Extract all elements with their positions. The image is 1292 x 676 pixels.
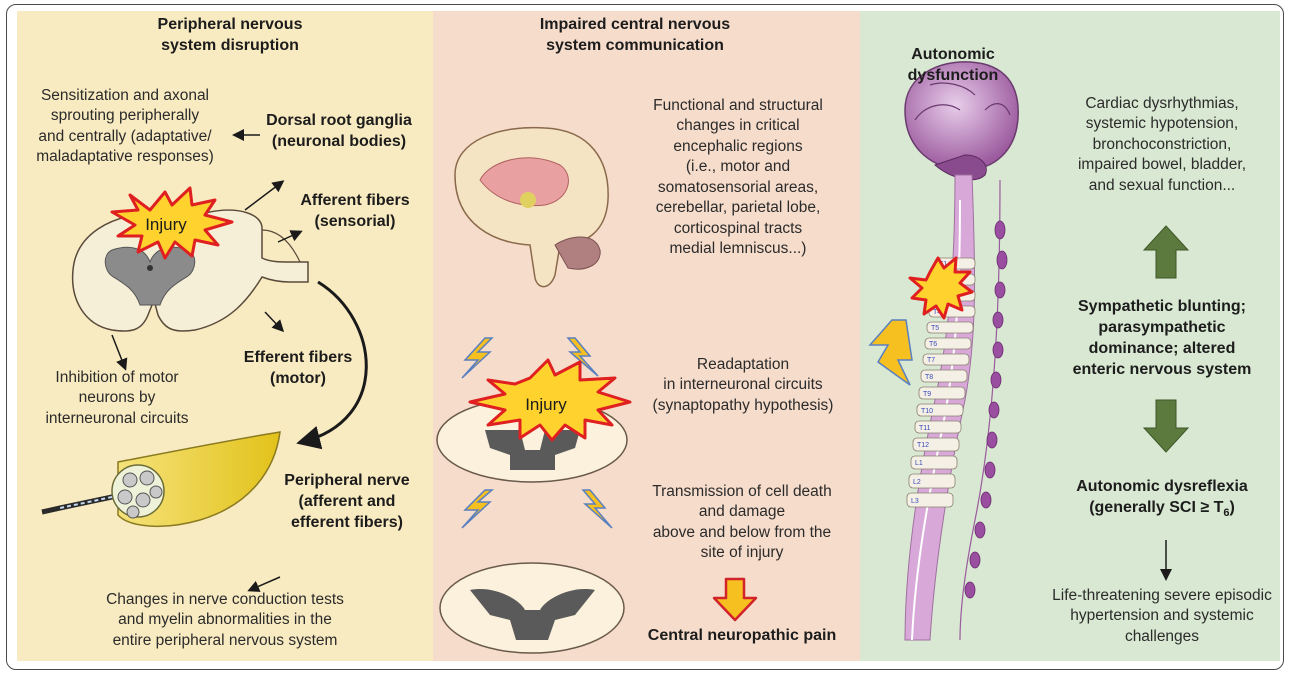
text-line: and damage	[622, 502, 862, 522]
conduction-text: Changes in nerve conduction tests and my…	[40, 590, 410, 651]
central-title-line: Impaired central nervous	[500, 14, 770, 35]
peripheral-nerve-label: Peripheral nerve (afferent and efferent …	[272, 470, 422, 533]
lightning-bolt-autonomic	[870, 320, 912, 385]
autonomic-title: Autonomic dysfunction	[898, 44, 1008, 86]
injury-label-central: Injury	[525, 395, 567, 414]
text-line: cerebellar, parietal lobe,	[618, 198, 858, 218]
brain-sagittal-illustration	[455, 128, 608, 287]
text-line: entire peripheral nervous system	[40, 631, 410, 651]
text-line: (sensorial)	[290, 211, 420, 232]
text-line: Afferent fibers	[290, 190, 420, 211]
text-line: neurons by	[22, 388, 212, 408]
vertebra-label: T11	[919, 425, 931, 432]
dysreflexia-close: )	[1229, 499, 1234, 516]
vertebra-label: T6	[929, 341, 937, 348]
text-line: above and below from the	[622, 523, 862, 543]
text-line: Dorsal root ganglia	[254, 110, 424, 131]
vertebra-label: T12	[917, 442, 929, 449]
vertebra-label: L2	[913, 479, 921, 486]
dysreflexia-condition: (generally SCI ≥ T	[1089, 499, 1223, 516]
vertebra-label: T8	[925, 374, 933, 381]
central-title-line: system communication	[500, 35, 770, 56]
text-line: Inhibition of motor	[22, 368, 212, 388]
text-line: and centrally (adaptative/	[20, 127, 230, 147]
text-line: (generally SCI ≥ T6)	[1040, 497, 1284, 521]
green-up-arrow	[1144, 226, 1188, 278]
text-line: Life-threatening severe episodic	[1034, 586, 1290, 606]
inhibition-text: Inhibition of motor neurons by interneur…	[22, 368, 212, 429]
text-line: Changes in nerve conduction tests	[40, 590, 410, 610]
vertebra-label: T7	[927, 357, 935, 364]
cardiac-text: Cardiac dysrhythmias, systemic hypotensi…	[1042, 94, 1282, 196]
text-line: Cardiac dysrhythmias,	[1042, 94, 1282, 114]
text-line: somatosensorial areas,	[618, 178, 858, 198]
text-line: corticospinal tracts	[618, 219, 858, 239]
text-line: and myelin abnormalities in the	[40, 610, 410, 630]
central-pain-label: Central neuropathic pain	[622, 625, 862, 646]
transmission-text: Transmission of cell death and damage ab…	[622, 482, 862, 564]
sensitization-text: Sensitization and axonal sprouting perip…	[20, 86, 230, 168]
vertebra-label: T10	[921, 408, 933, 415]
brain-spine-illustration: T1 T2 T3 T4 T5 T6 T7 T8 T9 T10 T11 T12 L…	[905, 62, 1018, 640]
efferent-label: Efferent fibers (motor)	[238, 347, 358, 389]
text-line: (afferent and	[272, 491, 422, 512]
text-line: changes in critical	[618, 116, 858, 136]
text-line: sprouting peripherally	[20, 106, 230, 126]
text-line: interneuronal circuits	[22, 409, 212, 429]
green-down-arrow	[1144, 400, 1188, 452]
central-title: Impaired central nervous system communic…	[500, 14, 770, 56]
text-line: enteric nervous system	[1040, 359, 1284, 380]
sympathetic-text: Sympathetic blunting; parasympathetic do…	[1040, 296, 1284, 380]
arrow-to-inhibition	[112, 335, 125, 368]
afferent-label: Afferent fibers (sensorial)	[290, 190, 420, 232]
text-line: parasympathetic	[1040, 317, 1284, 338]
text-line: dominance; altered	[1040, 338, 1284, 359]
vertebra-label: T5	[931, 325, 939, 332]
peripheral-nerve-illustration	[42, 432, 280, 526]
text-line: Sensitization and axonal	[20, 86, 230, 106]
peripheral-title-line: Peripheral nervous	[120, 14, 340, 35]
text-line: medial lemniscus...)	[618, 239, 858, 259]
text-line: Sympathetic blunting;	[1040, 296, 1284, 317]
arrow-to-conduction	[250, 577, 280, 590]
vertebra-label: L1	[915, 460, 923, 467]
text-line: bronchoconstriction,	[1042, 135, 1282, 155]
autonomic-title-line: Autonomic	[898, 44, 1008, 65]
text-line: Readaptation	[628, 355, 858, 375]
text-line: Transmission of cell death	[622, 482, 862, 502]
arrow-to-drg	[245, 182, 282, 210]
text-line: Autonomic dysreflexia	[1040, 476, 1284, 497]
text-line: in interneuronal circuits	[628, 375, 858, 395]
text-line: (i.e., motor and	[618, 157, 858, 177]
vertebra-label: T9	[923, 391, 931, 398]
text-line: encephalic regions	[618, 137, 858, 157]
autonomic-title-line: dysfunction	[898, 65, 1008, 86]
injury-label-peripheral: Injury	[145, 215, 187, 234]
text-line: (neuronal bodies)	[254, 131, 424, 152]
peripheral-title-line: system disruption	[120, 35, 340, 56]
encephalic-text: Functional and structural changes in cri…	[618, 96, 858, 260]
arrow-to-efferent	[265, 312, 282, 330]
text-line: impaired bowel, bladder,	[1042, 155, 1282, 175]
drg-label: Dorsal root ganglia (neuronal bodies)	[254, 110, 424, 152]
text-line: (synaptopathy hypothesis)	[628, 396, 858, 416]
text-line: and sexual function...	[1042, 176, 1282, 196]
dysreflexia-text: Autonomic dysreflexia (generally SCI ≥ T…	[1040, 476, 1284, 521]
text-line: hypertension and systemic	[1034, 606, 1290, 626]
peripheral-title: Peripheral nervous system disruption	[120, 14, 340, 56]
text-line: Efferent fibers	[238, 347, 358, 368]
readaptation-text: Readaptation in interneuronal circuits (…	[628, 355, 858, 416]
text-line: (motor)	[238, 368, 358, 389]
vertebra-label: L3	[911, 498, 919, 505]
hypertension-text: Life-threatening severe episodic hyperte…	[1034, 586, 1290, 647]
red-down-arrow	[714, 579, 756, 620]
text-line: challenges	[1034, 627, 1290, 647]
text-line: Functional and structural	[618, 96, 858, 116]
text-line: systemic hypotension,	[1042, 114, 1282, 134]
text-line: site of injury	[622, 543, 862, 563]
text-line: Peripheral nerve	[272, 470, 422, 491]
text-line: efferent fibers)	[272, 512, 422, 533]
text-line: maladaptative responses)	[20, 147, 230, 167]
